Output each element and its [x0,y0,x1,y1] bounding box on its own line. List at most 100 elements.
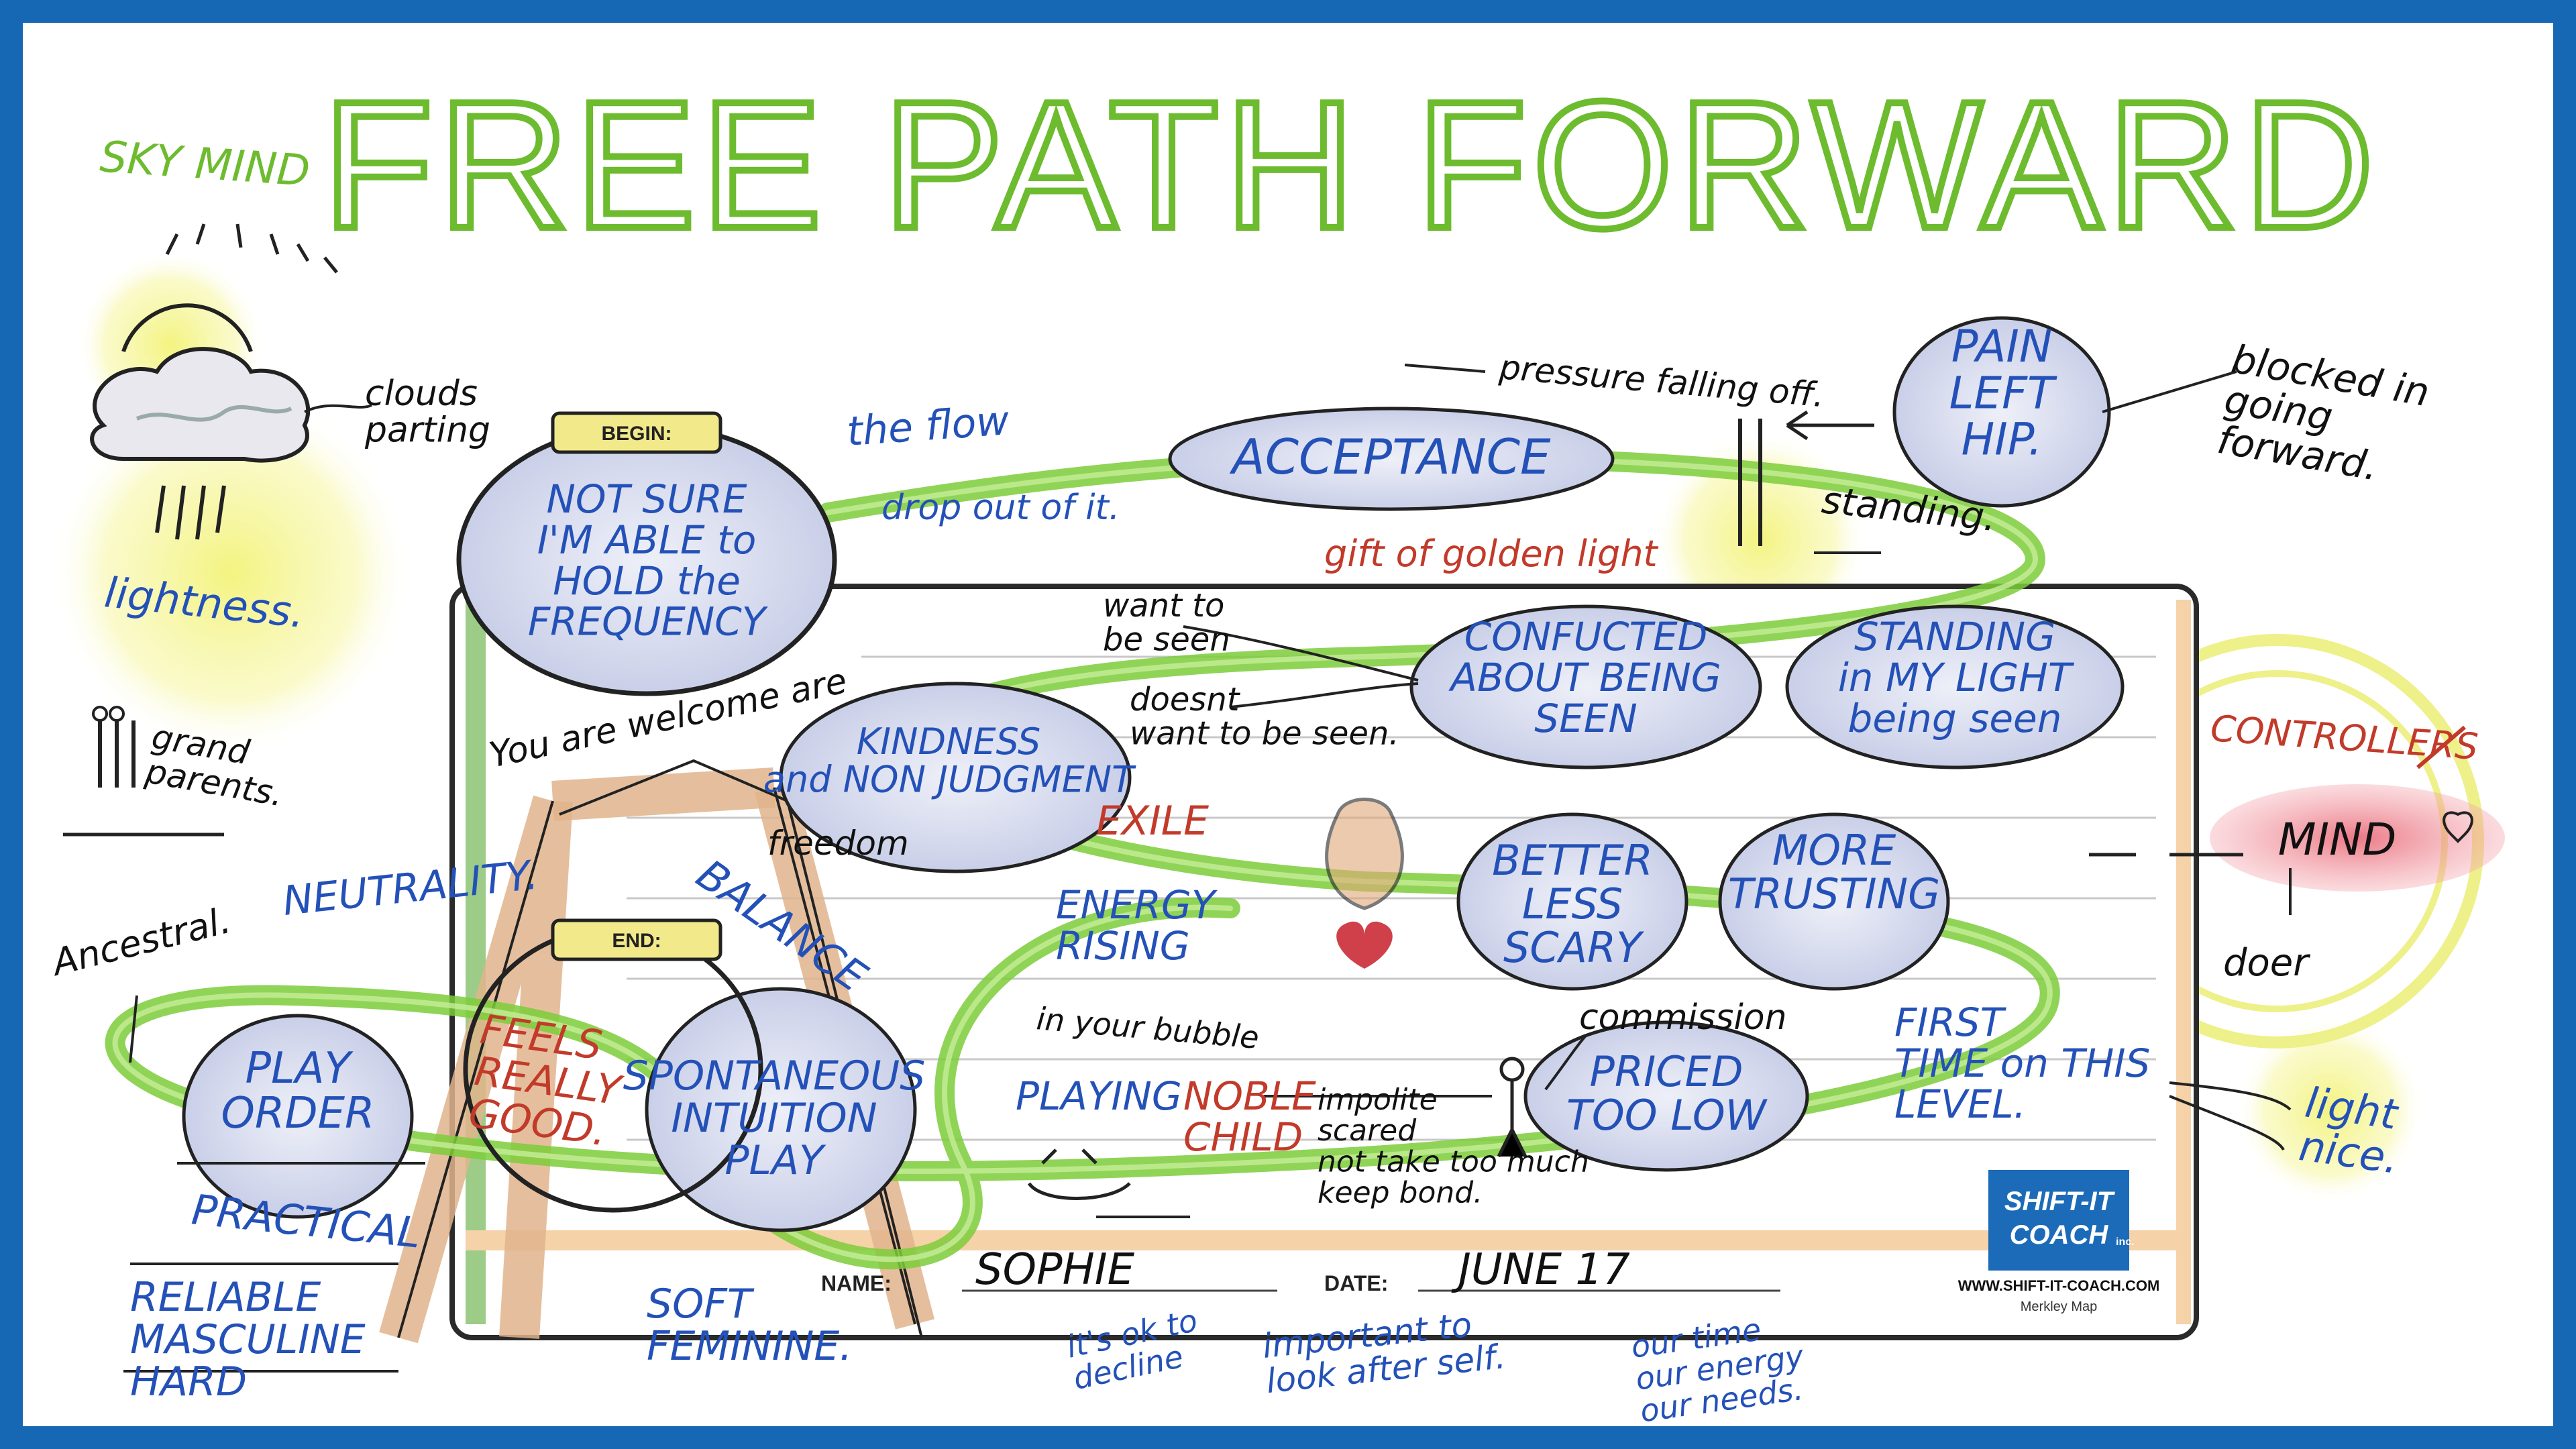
exile-note-line: EXILE [1096,798,1209,845]
brand-url: WWW.SHIFT-IT-COACH.COM [1958,1277,2160,1294]
connectors [123,364,2292,1373]
form-bottom-strip [466,1230,2183,1250]
pressure-note: pressure falling off. [1497,347,1826,415]
impolite-note-line: not take too much [1318,1144,1589,1179]
drop-out-note: drop out of it. [881,488,1120,528]
small-heart-icon [2443,811,2473,843]
commission-note-line: commission [1579,998,1787,1038]
play-text-line: PLAY [245,1044,354,1093]
energy-note-line: ENERGY [1056,882,1218,928]
play-text-line: ORDER [221,1089,374,1138]
noble-child-note-line: CHILD [1183,1114,1303,1160]
doer-note-line: doer [2223,941,2310,985]
light-nice-glow [2237,1016,2424,1203]
form-right-strip [2176,600,2191,1324]
logo-line2: COACH [2010,1220,2109,1250]
logo-suffix: inc. [2116,1236,2135,1248]
drawing-surface: BEGIN: END: [46,61,2505,1426]
lightness-glow [50,392,412,754]
spontaneous-text-line: SPONTANEOUS [623,1053,926,1099]
freedom-note-line: freedom [767,824,909,863]
the-flow-note-line: the flow [845,397,1011,455]
impolite-note-line: keep bond. [1318,1176,1483,1210]
impolite-note-line: impolite [1318,1083,1438,1117]
controllers-arrow [2416,725,2466,769]
brand-map: Merkley Map [2021,1299,2097,1314]
soft-feminine-note-line: FEMININE. [647,1323,852,1370]
kindness-text-line: KINDNESS [857,720,1040,763]
standing-figure [1738,419,1762,546]
gift-note-line: gift of golden light [1324,533,1659,575]
spontaneous-text-line: INTUITION [671,1095,877,1142]
end-badge [551,918,722,961]
confucted-text-line: SEEN [1534,696,1638,741]
clouds-note-line: clouds [365,374,478,414]
brand: SHIFT-IT COACH inc. WWW.SHIFT-IT-COACH.C… [1958,1170,2160,1314]
acceptance-bubble [1168,407,1615,511]
clouds-note-line: parting [364,411,490,451]
page-title: FREE PATH FORWARD [323,64,2379,266]
drop-out-note-line: drop out of it. [881,488,1120,528]
ancestral-note-line: Ancestral. [46,899,235,984]
noble-child-note-line: NOBLE [1183,1073,1316,1119]
confucted-text-line: CONFUCTED [1464,614,1708,659]
first-time-note-line: TIME on THIS [1894,1040,2150,1086]
sun-cloud-sketch [90,223,338,540]
logo-line1: SHIFT-IT [2004,1187,2116,1216]
date-value: JUNE 17 [1451,1245,1630,1295]
freedom-note: freedom [767,824,909,863]
trusting-text-line: MORE [1772,826,1896,875]
doesnt-want-note-line: doesnt [1130,681,1241,718]
name-label: NAME: [821,1271,892,1295]
doesnt-want-note-line: want to be seen. [1130,714,1399,752]
better-text-line: BETTER [1492,836,1653,885]
better-bubble [1456,812,1688,991]
the-flow-note: the flow [845,397,1011,455]
first-time-note-line: LEVEL. [1894,1081,2026,1127]
date-label: DATE: [1324,1271,1388,1295]
reliable-note-line: HARD [130,1358,247,1405]
exile-note: EXILE [1096,798,1209,845]
kindness-text-line: and NON JUDGMENT [763,759,1136,801]
cloud-icon [90,347,311,463]
bubbles [182,316,2505,1232]
doer-note: doer [2223,941,2310,985]
want-seen-note-line: want to [1103,587,1224,625]
pain-text-line: HIP. [1962,414,2043,466]
playing-note-line: PLAYING [1016,1073,1182,1119]
trusting-text-line: TRUSTING [1728,869,1940,918]
energy-note-line: RISING [1056,923,1190,969]
priced-bubble [1523,1020,1809,1172]
reliable-note-line: RELIABLE [130,1274,321,1321]
confucted-bubble [1409,604,1762,769]
commission-note: commission [1579,998,1787,1038]
pain-bubble [1892,316,2111,508]
form-left-strip [466,586,486,1324]
kindness-bubble [779,682,1132,873]
priced-text-line: TOO LOW [1566,1091,1768,1140]
begin-text-line: I'M ABLE to [537,517,757,563]
impolite-note-line: scared [1318,1114,1417,1148]
sky-mind-label: SKY MIND [99,132,312,197]
light-nice-note: lightnice. [2296,1078,2408,1183]
form-fields: NAME: SOPHIE DATE: JUNE 17 [821,1245,1630,1295]
standing-text-line: in MY LIGHT [1838,655,2075,700]
first-time-note-line: FIRST [1894,1000,2007,1045]
logo-box [1988,1170,2129,1271]
want-seen-note-line: be seen [1103,621,1230,658]
mind-blob [2210,784,2505,892]
name-value: SOPHIE [975,1245,1135,1295]
